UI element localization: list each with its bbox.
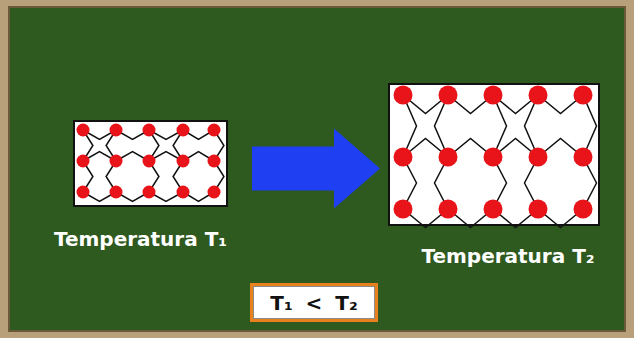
comparison-text: T₁ < T₂ — [270, 291, 358, 315]
atom-dot — [394, 200, 413, 219]
lattice-drawing — [75, 122, 230, 209]
comparison-box: T₁ < T₂ — [250, 283, 378, 322]
solid-lattice-hot: Temperatura T₂ — [388, 83, 600, 226]
atom-dot — [77, 186, 90, 199]
atom-dot — [394, 148, 413, 167]
temperature-label: Temperatura T₂ — [421, 244, 594, 268]
bond-line — [493, 95, 507, 157]
atom-dot — [110, 186, 123, 199]
atom-dot — [177, 124, 190, 137]
atom-dot — [77, 124, 90, 137]
atom-dot — [110, 124, 123, 137]
atom-dot — [208, 186, 221, 199]
atom-dot — [484, 148, 503, 167]
atom-dot — [77, 155, 90, 168]
lattice-drawing — [390, 85, 602, 228]
atom-dot — [143, 124, 156, 137]
atom-dot — [574, 148, 593, 167]
atom-dot — [177, 155, 190, 168]
atom-dot — [484, 200, 503, 219]
atom-dot — [394, 86, 413, 105]
atom-dot — [208, 124, 221, 137]
atom-dot — [439, 200, 458, 219]
atom-dot — [439, 148, 458, 167]
atom-dot — [484, 86, 503, 105]
temperature-label: Temperatura T₁ — [54, 227, 227, 251]
bond-line — [525, 95, 539, 157]
atom-dot — [439, 86, 458, 105]
atom-dot — [177, 186, 190, 199]
atom-dot — [143, 155, 156, 168]
atom-dot — [529, 148, 548, 167]
bond-line — [583, 95, 597, 157]
atom-dot — [574, 200, 593, 219]
atom-dot — [574, 86, 593, 105]
atom-dot — [208, 155, 221, 168]
bond-line — [403, 95, 417, 157]
atom-dot — [529, 200, 548, 219]
bond-line — [435, 95, 449, 157]
solid-lattice-cold: Temperatura T₁ — [73, 120, 228, 207]
atom-dot — [110, 155, 123, 168]
atom-dot — [143, 186, 156, 199]
atom-dot — [529, 86, 548, 105]
heating-arrow — [252, 129, 380, 209]
